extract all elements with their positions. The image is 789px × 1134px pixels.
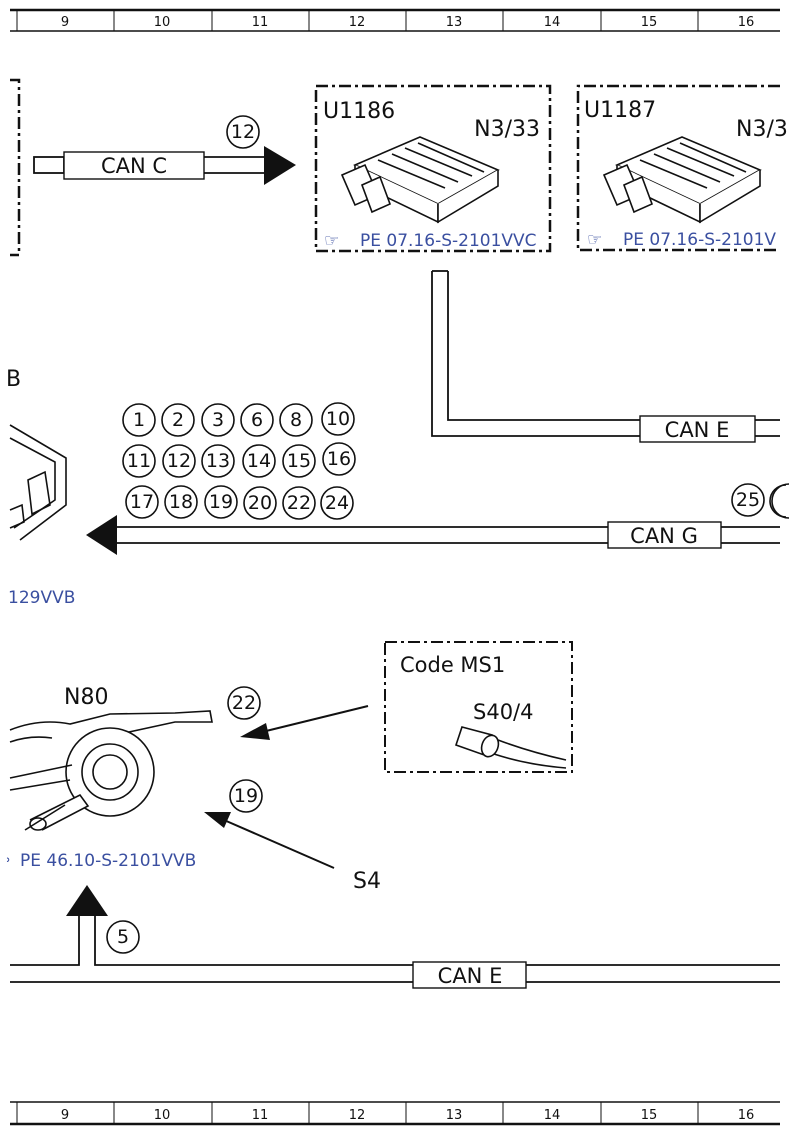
bubble-label: 24 — [325, 492, 349, 514]
bubble-label: 3 — [212, 409, 224, 431]
bubble-label: 19 — [209, 491, 233, 513]
bubble-bottom: 5 — [106, 920, 140, 954]
ruler-top-label: 13 — [446, 15, 463, 30]
bubble-label: 18 — [169, 491, 193, 513]
reference-link[interactable]: 129VVB — [8, 588, 75, 608]
bubble-label: 22 — [287, 492, 311, 514]
ruler-bottom-label: 9 — [61, 1108, 69, 1123]
bubble-label: 17 — [130, 491, 154, 513]
bubble-label: 22 — [232, 692, 256, 714]
bubble-label: 13 — [206, 450, 230, 472]
n80-code: N80 — [64, 685, 108, 710]
can-e-top-label: CAN E — [665, 418, 730, 442]
s40-4-label: S40/4 — [473, 700, 534, 724]
ecu-illustration — [340, 136, 500, 224]
bubble-label: 5 — [117, 926, 129, 948]
bubble-n80-lower: 19 — [229, 779, 263, 813]
module-u1186: U1186 N3/33 ☞ PE 07.16-S-2101VVC — [314, 84, 552, 253]
ruler-top-label: 9 — [61, 15, 69, 30]
bubble-label: 19 — [234, 785, 258, 807]
ruler-top-label: 10 — [154, 15, 171, 30]
bubble-label: 12 — [167, 450, 191, 472]
pointer-icon: ☞ — [324, 231, 339, 251]
ruler-bottom-label: 15 — [641, 1108, 658, 1123]
bubble-label: 15 — [287, 450, 311, 472]
leader-arrow-ms1 — [240, 705, 369, 740]
reference-link[interactable]: PE 07.16-S-2101VVC — [360, 231, 537, 251]
ruler-top-label: 11 — [252, 15, 269, 30]
ruler-bottom-label: 16 — [738, 1108, 755, 1123]
reference-link[interactable]: PE 07.16-S-2101V — [623, 230, 776, 250]
bubble-label: 6 — [251, 409, 263, 431]
s4-label: S4 — [353, 869, 381, 894]
left-component-illustration — [9, 424, 67, 541]
module-code: N3/3 — [736, 117, 788, 142]
left-component-code: B — [6, 367, 21, 392]
ruler-top-label: 16 — [738, 15, 755, 30]
can-e-bottom-arrow-head — [66, 885, 108, 916]
ruler-bottom: 9 10 11 12 13 14 15 16 — [10, 1101, 780, 1126]
pointer-icon: ☞ — [587, 230, 602, 250]
can-c-arrow-head — [264, 146, 296, 185]
bubble-label: 8 — [290, 409, 302, 431]
ruler-bottom-label: 11 — [252, 1108, 269, 1123]
ruler-bottom-label: 14 — [544, 1108, 561, 1123]
can-g-bus: CAN G — [86, 515, 780, 555]
bubble-label: 1 — [133, 409, 145, 431]
module-id: U1186 — [323, 99, 395, 124]
module-code: N3/33 — [474, 117, 540, 142]
bubble-label: 11 — [127, 450, 151, 472]
bubble-n80-upper: 22 — [227, 686, 261, 720]
ruler-top-label: 12 — [349, 15, 366, 30]
can-e-bottom-label: CAN E — [438, 964, 503, 988]
bubble-grid: 1 2 3 6 8 10 11 12 13 14 15 16 17 18 19 … — [122, 402, 356, 520]
pointer-icon: ˒ — [6, 851, 11, 871]
can-e-bottom-bus: CAN E — [10, 885, 780, 989]
ruler-bottom-label: 12 — [349, 1108, 366, 1123]
bubble-right-partial: 25 — [731, 483, 789, 519]
module-u1187: U1187 N3/3 ☞ PE 07.16-S-2101V — [576, 84, 788, 252]
switch-s40-4-illustration — [454, 726, 567, 769]
bubble-label: 10 — [326, 408, 350, 430]
code-ms1-box: Code MS1 S40/4 — [384, 641, 573, 773]
can-c-label: CAN C — [101, 154, 167, 178]
n80-illustration — [9, 710, 213, 831]
bubble-label: 14 — [247, 450, 271, 472]
reference-link[interactable]: PE 46.10-S-2101VVB — [20, 851, 196, 871]
left-module-frame — [10, 78, 21, 257]
ruler-top: 9 10 11 12 13 14 15 16 — [10, 8, 780, 32]
bubble-label: 12 — [231, 121, 255, 143]
ms1-code-label: Code MS1 — [400, 653, 505, 677]
bubble-label: 16 — [327, 448, 351, 470]
can-e-top-bus: CAN E — [431, 270, 780, 443]
can-g-arrow-head — [86, 515, 117, 555]
bubble-label: 20 — [248, 492, 272, 514]
can-g-label: CAN G — [630, 524, 698, 548]
bubble-label: 2 — [172, 409, 184, 431]
can-c-bus: CAN C — [33, 146, 296, 185]
ruler-bottom-label: 10 — [154, 1108, 171, 1123]
ruler-top-label: 14 — [544, 15, 561, 30]
ruler-top-label: 15 — [641, 15, 658, 30]
bubble-can-c: 12 — [226, 115, 260, 149]
ruler-bottom-label: 13 — [446, 1108, 463, 1123]
leader-arrow-s4 — [204, 812, 335, 869]
module-id: U1187 — [584, 98, 656, 123]
bubble-label: 25 — [736, 489, 760, 511]
ecu-illustration — [602, 136, 762, 224]
